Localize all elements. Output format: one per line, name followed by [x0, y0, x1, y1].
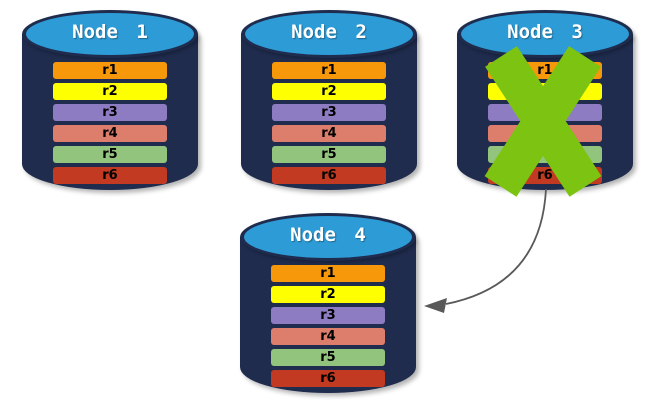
node-3-row-r3: r3 [488, 104, 602, 121]
node-1-row-r5: r5 [53, 146, 167, 163]
node-1-cylinder-top [26, 13, 194, 55]
node-3-cylinder: Node 3 r1 r2 r3 r4 r5 r6 [457, 10, 633, 197]
node-2-cylinder-top [245, 13, 413, 55]
node-1-row-r6: r6 [53, 167, 167, 184]
node-2-row-r6: r6 [272, 167, 386, 184]
node-4-cylinder-top [244, 216, 412, 258]
node-4-cylinder: Node 4 r1 r2 r3 r4 r5 r6 [240, 213, 416, 393]
node-1-row-r1: r1 [53, 62, 167, 79]
node-3-row-r4: r4 [488, 125, 602, 142]
node-2-rows: r1 r2 r3 r4 r5 r6 [272, 62, 386, 184]
node-4-label: Node 4 [290, 224, 366, 246]
node-1-label: Node 1 [72, 21, 148, 43]
node-1-row-r2: r2 [53, 83, 167, 100]
node-1-cylinder: Node 1 r1 r2 r3 r4 r5 r6 [22, 10, 198, 190]
node-2-label: Node 2 [291, 21, 367, 43]
node-2-row-r5: r5 [272, 146, 386, 163]
node-4-row-r5: r5 [271, 349, 385, 366]
arrowhead-icon [424, 298, 447, 313]
node-2-row-r3: r3 [272, 104, 386, 121]
node-2-row-r1: r1 [272, 62, 386, 79]
node-3-rows: r1 r2 r3 r4 r5 r6 [488, 62, 602, 184]
node-3-row-r6: r6 [488, 167, 602, 184]
node-4-row-r2: r2 [271, 286, 385, 303]
node-3-row-r5: r5 [488, 146, 602, 163]
node-2-row-r4: r4 [272, 125, 386, 142]
node-3-row-r2: r2 [488, 83, 602, 100]
node-1-rows: r1 r2 r3 r4 r5 r6 [53, 62, 167, 184]
node-4-row-r1: r1 [271, 265, 385, 282]
node-2-cylinder: Node 2 r1 r2 r3 r4 r5 r6 [241, 10, 417, 190]
node-4-row-r3: r3 [271, 307, 385, 324]
node-3-label: Node 3 [507, 21, 583, 43]
node-3-row-r1: r1 [488, 62, 602, 79]
node-4-row-r4: r4 [271, 328, 385, 345]
node-4-row-r6: r6 [271, 370, 385, 387]
node-2-row-r2: r2 [272, 83, 386, 100]
node-1-row-r3: r3 [53, 104, 167, 121]
node-4-rows: r1 r2 r3 r4 r5 r6 [271, 265, 385, 387]
node-1-row-r4: r4 [53, 125, 167, 142]
